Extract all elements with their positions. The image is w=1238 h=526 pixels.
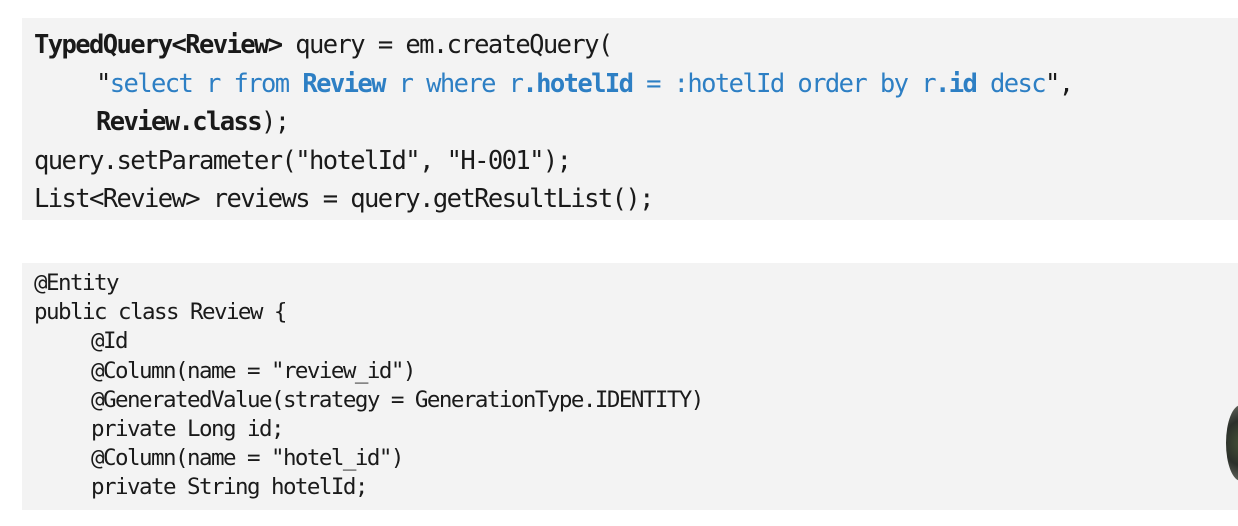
code-line-2: "select r from Review r where r.hotelId … — [34, 65, 1238, 104]
entity-line-1: @Entity — [34, 270, 120, 296]
code-line-4: query.setParameter("hotelId", "H-001"); — [34, 145, 572, 176]
jpql-entity-name: Review — [302, 68, 386, 99]
jpql-hotelid-field: .hotelId — [522, 68, 634, 99]
hotel-id-field-declaration: private String hotelId; — [91, 474, 368, 501]
hotel-id-column-annotation: @Column(name = "hotel_id") — [91, 445, 404, 472]
jpql-fragment-2: r where r — [384, 68, 524, 99]
code-line-1: TypedQuery<Review> query = em.createQuer… — [34, 26, 1238, 65]
jpql-fragment-4: desc — [976, 68, 1047, 99]
review-id-column-annotation: @Column(name = "review_id") — [91, 357, 416, 384]
entity-line-8: private String hotelId; — [34, 473, 1238, 502]
string-quote-open: " — [96, 68, 111, 99]
argument-comma: , — [1058, 68, 1074, 99]
create-query-call: query = em.createQuery( — [281, 30, 613, 60]
entity-line-2: public class Review { — [34, 299, 287, 326]
generated-value-annotation: @GeneratedValue(strategy = GenerationTyp… — [91, 386, 704, 413]
entity-line-7: @Column(name = "hotel_id") — [34, 444, 1238, 473]
string-quote-close: " — [1044, 68, 1060, 99]
typed-query-type: TypedQuery<Review> — [34, 30, 283, 60]
jpql-fragment-1: select r from — [109, 68, 303, 99]
call-close: ); — [261, 107, 290, 137]
review-class-literal: Review.class — [96, 107, 263, 137]
entity-line-6: private Long id; — [34, 415, 1238, 444]
jpql-id-field: .id — [934, 68, 978, 99]
jpql-query-code-block: TypedQuery<Review> query = em.createQuer… — [22, 18, 1238, 220]
entity-line-5: @GeneratedValue(strategy = GenerationTyp… — [34, 386, 1238, 415]
jpql-fragment-3: = :hotelId order by r — [632, 68, 936, 99]
code-line-3: Review.class); — [34, 103, 1238, 142]
presenter-avatar-thumbnail — [1226, 405, 1238, 481]
entity-line-4: @Column(name = "review_id") — [34, 357, 1238, 386]
id-field-declaration: private Long id; — [91, 416, 285, 443]
entity-line-3: @Id — [34, 327, 1238, 356]
id-annotation: @Id — [91, 328, 129, 355]
code-line-5: List<Review> reviews = query.getResultLi… — [34, 184, 654, 214]
